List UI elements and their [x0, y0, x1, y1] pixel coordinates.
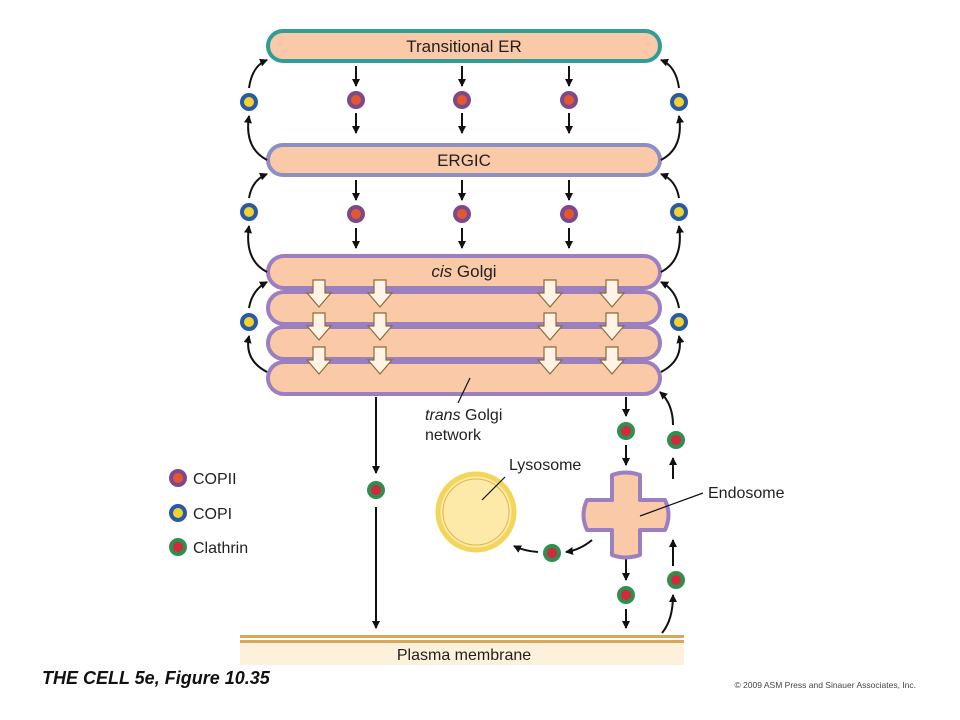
- lysosome: [435, 471, 517, 553]
- leader-lines: [457, 377, 704, 517]
- legend-copii-icon: [169, 469, 187, 487]
- copyright-notice: © 2009 ASM Press and Sinauer Associates,…: [734, 680, 916, 690]
- copii-vesicles: [347, 91, 578, 223]
- legend-copii-label: COPII: [193, 471, 237, 488]
- trans-golgi-label-line2: network: [425, 427, 482, 444]
- figure-caption: THE CELL 5e, Figure 10.35: [42, 668, 270, 689]
- copi-vesicles: [240, 93, 688, 331]
- legend-clathrin-icon: [169, 538, 187, 556]
- plasma-membrane-label: Plasma membrane: [397, 647, 531, 664]
- caption-title: THE CELL 5e: [42, 668, 155, 688]
- post-golgi-arrows: [372, 391, 677, 634]
- legend-clathrin-label: Clathrin: [193, 540, 248, 557]
- endosome: [581, 470, 671, 560]
- cisternal-maturation-arrows: [305, 279, 626, 375]
- anterograde-arrows: [352, 66, 573, 249]
- lysosome-label: Lysosome: [509, 457, 581, 474]
- ergic: ERGIC: [266, 143, 662, 177]
- caption-figure: , Figure 10.35: [154, 668, 270, 688]
- clathrin-vesicles: [367, 422, 685, 604]
- cis-golgi-label: cis Golgi: [431, 262, 496, 281]
- legend-copi-label: COPI: [193, 506, 232, 523]
- endosome-label: Endosome: [708, 485, 785, 502]
- trans-golgi-label: trans Golgi: [425, 407, 502, 424]
- plasma-membrane: Plasma membrane: [240, 635, 684, 665]
- ergic-label: ERGIC: [437, 151, 491, 170]
- transitional-er: Transitional ER: [266, 29, 662, 63]
- legend: COPII COPI Clathrin: [169, 469, 248, 557]
- legend-copi-icon: [169, 504, 187, 522]
- retrograde-arrows: [243, 58, 685, 373]
- transitional-er-label: Transitional ER: [406, 37, 522, 56]
- golgi-stack: cis Golgi: [266, 254, 662, 396]
